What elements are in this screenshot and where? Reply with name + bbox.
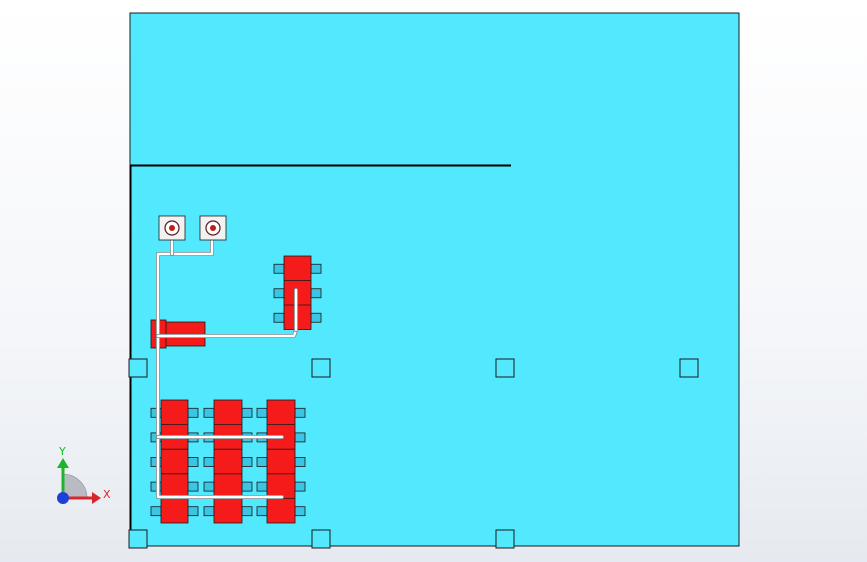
tank-feed-pipe — [156, 328, 298, 338]
chair — [187, 457, 199, 467]
machine-head — [158, 215, 186, 241]
column — [128, 358, 148, 378]
chair — [241, 481, 253, 492]
chair — [294, 506, 306, 517]
chair — [187, 506, 199, 517]
chair — [294, 432, 306, 443]
chair — [241, 457, 253, 467]
column — [128, 529, 148, 549]
chair — [256, 506, 268, 517]
chair — [203, 481, 215, 492]
chair — [203, 457, 215, 467]
column — [495, 358, 515, 378]
chair — [187, 481, 199, 492]
y-axis-label: Y — [58, 445, 66, 458]
machines — [158, 215, 227, 241]
chair — [273, 288, 285, 299]
columns — [128, 358, 699, 549]
chair — [241, 407, 253, 418]
column — [679, 358, 699, 378]
chair — [256, 457, 268, 467]
x-axis-arrow — [92, 492, 101, 504]
chair — [256, 481, 268, 492]
column — [311, 358, 331, 378]
table-stack — [213, 399, 243, 524]
chair — [273, 263, 285, 274]
chair — [256, 407, 268, 418]
table-stack — [160, 399, 189, 524]
chair — [273, 312, 285, 323]
coordinate-triad: Y X — [57, 445, 111, 504]
chair — [203, 506, 215, 517]
table-stack — [266, 399, 296, 524]
y-axis-arrow — [57, 458, 69, 468]
chair — [187, 407, 199, 418]
interior-wall — [129, 164, 511, 546]
pipe-network — [156, 230, 298, 499]
z-axis-dot — [57, 492, 69, 504]
chair — [294, 457, 306, 467]
chair — [310, 312, 322, 323]
chair — [241, 506, 253, 517]
column — [311, 529, 331, 549]
chair — [310, 288, 322, 299]
chair — [294, 407, 306, 418]
chair — [310, 263, 322, 274]
chair — [203, 407, 215, 418]
chair — [150, 506, 162, 517]
chair — [294, 481, 306, 492]
x-axis-label: X — [103, 488, 111, 501]
machine-head — [199, 215, 227, 241]
main-riser-pipe — [156, 230, 284, 499]
workstation-group — [256, 399, 306, 524]
column — [495, 529, 515, 549]
